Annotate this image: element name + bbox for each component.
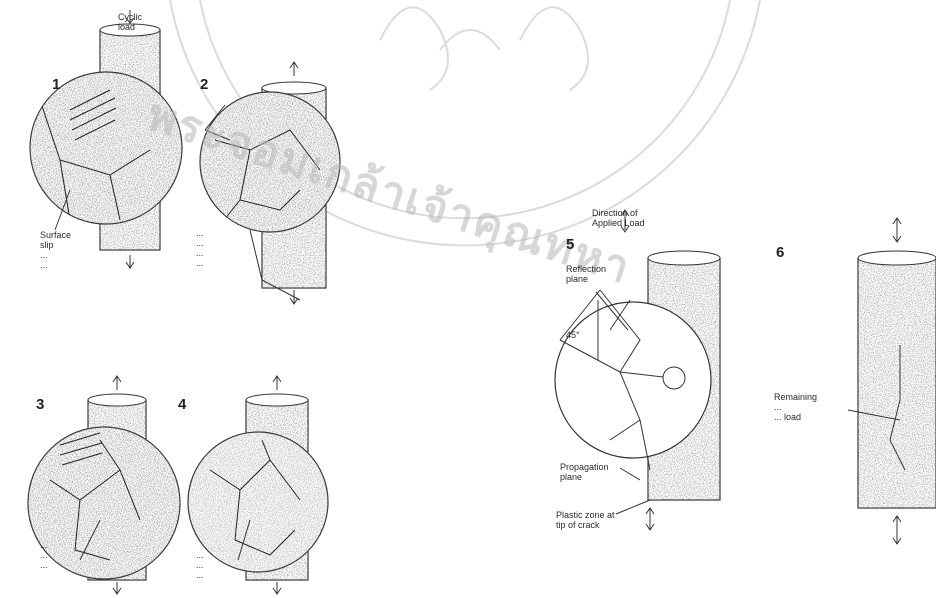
panel-5-reflection-label: Reflection plane [566, 264, 606, 284]
panel-6-number: 6 [776, 244, 784, 261]
panel-5-number: 5 [566, 236, 574, 253]
panel-5-propagation-label: Propagation plane [560, 462, 609, 482]
panel-4-diagram [188, 376, 328, 594]
panel-5-angle-label: 45° [566, 330, 580, 340]
panel-6-diagram [848, 218, 936, 544]
panel-4-bottom-label: ... ... ... [196, 550, 204, 580]
panel-6-remaining-label: Remaining ... ... load [774, 392, 817, 422]
panel-1-top-label: Cyclic load [118, 12, 142, 32]
panel-5-crack-label: Plastic zone at tip of crack [556, 510, 615, 530]
panel-5-load-label: Direction of Applied Load [592, 208, 645, 228]
panel-3-diagram [28, 376, 180, 594]
panel-3-bottom-label: ... ... ... [40, 540, 48, 570]
panel-3-number: 3 [36, 396, 44, 413]
panel-2-bottom-label: ... ... ... ... [196, 228, 204, 268]
panel-4-number: 4 [178, 396, 186, 413]
panel-1-bottom-label: Surface slip ... ... [40, 230, 71, 270]
panel-2-number: 2 [200, 76, 208, 93]
panel-1-number: 1 [52, 76, 60, 93]
